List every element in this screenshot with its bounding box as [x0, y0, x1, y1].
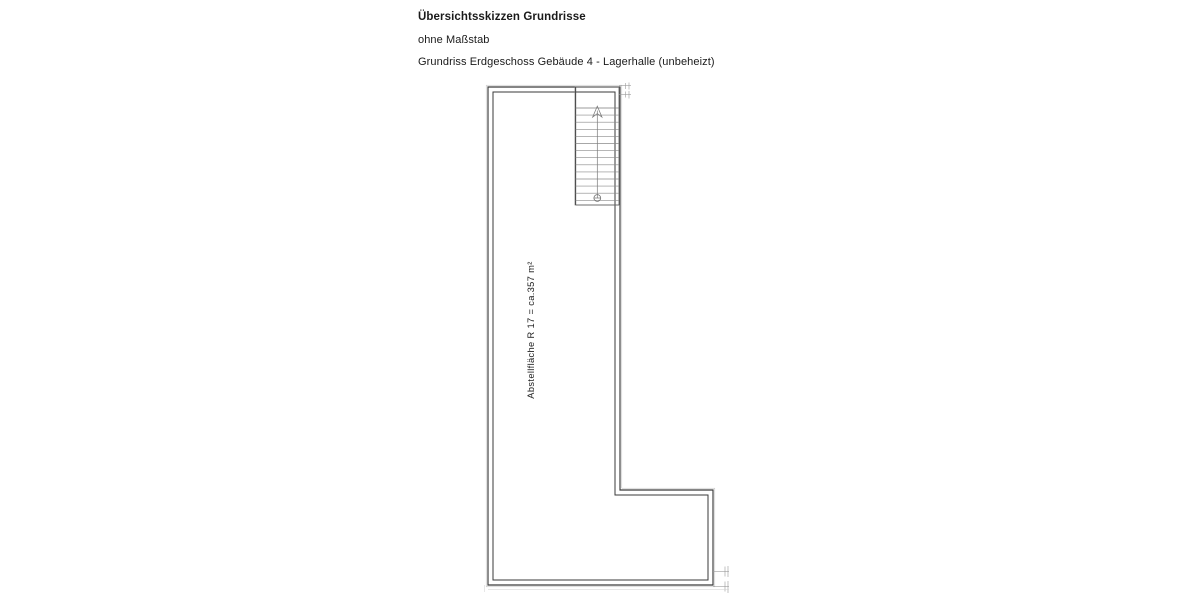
outer-wall-hairline	[485, 84, 716, 588]
stair-up-arrow-icon	[591, 105, 603, 119]
floor-plan-drawing: Abstellfläche R 17 = ca.357 m²	[460, 70, 760, 600]
staircase	[574, 86, 620, 206]
room-label: Abstellfläche R 17 = ca.357 m²	[526, 261, 536, 398]
scale-note: ohne Maßstab	[418, 34, 490, 46]
inner-wall-face	[492, 91, 709, 581]
page-title: Übersichtsskizzen Grundrisse	[418, 11, 586, 23]
plan-caption: Grundriss Erdgeschoss Gebäude 4 - Lagerh…	[418, 56, 715, 68]
outer-wall-outline	[487, 86, 714, 586]
stair-start-marker-icon	[593, 194, 602, 202]
floor-plan-svg: Abstellfläche R 17 = ca.357 m²	[484, 82, 729, 593]
dimension-ticks-top-right	[619, 82, 631, 99]
dimension-ticks-bottom-right	[713, 566, 729, 593]
